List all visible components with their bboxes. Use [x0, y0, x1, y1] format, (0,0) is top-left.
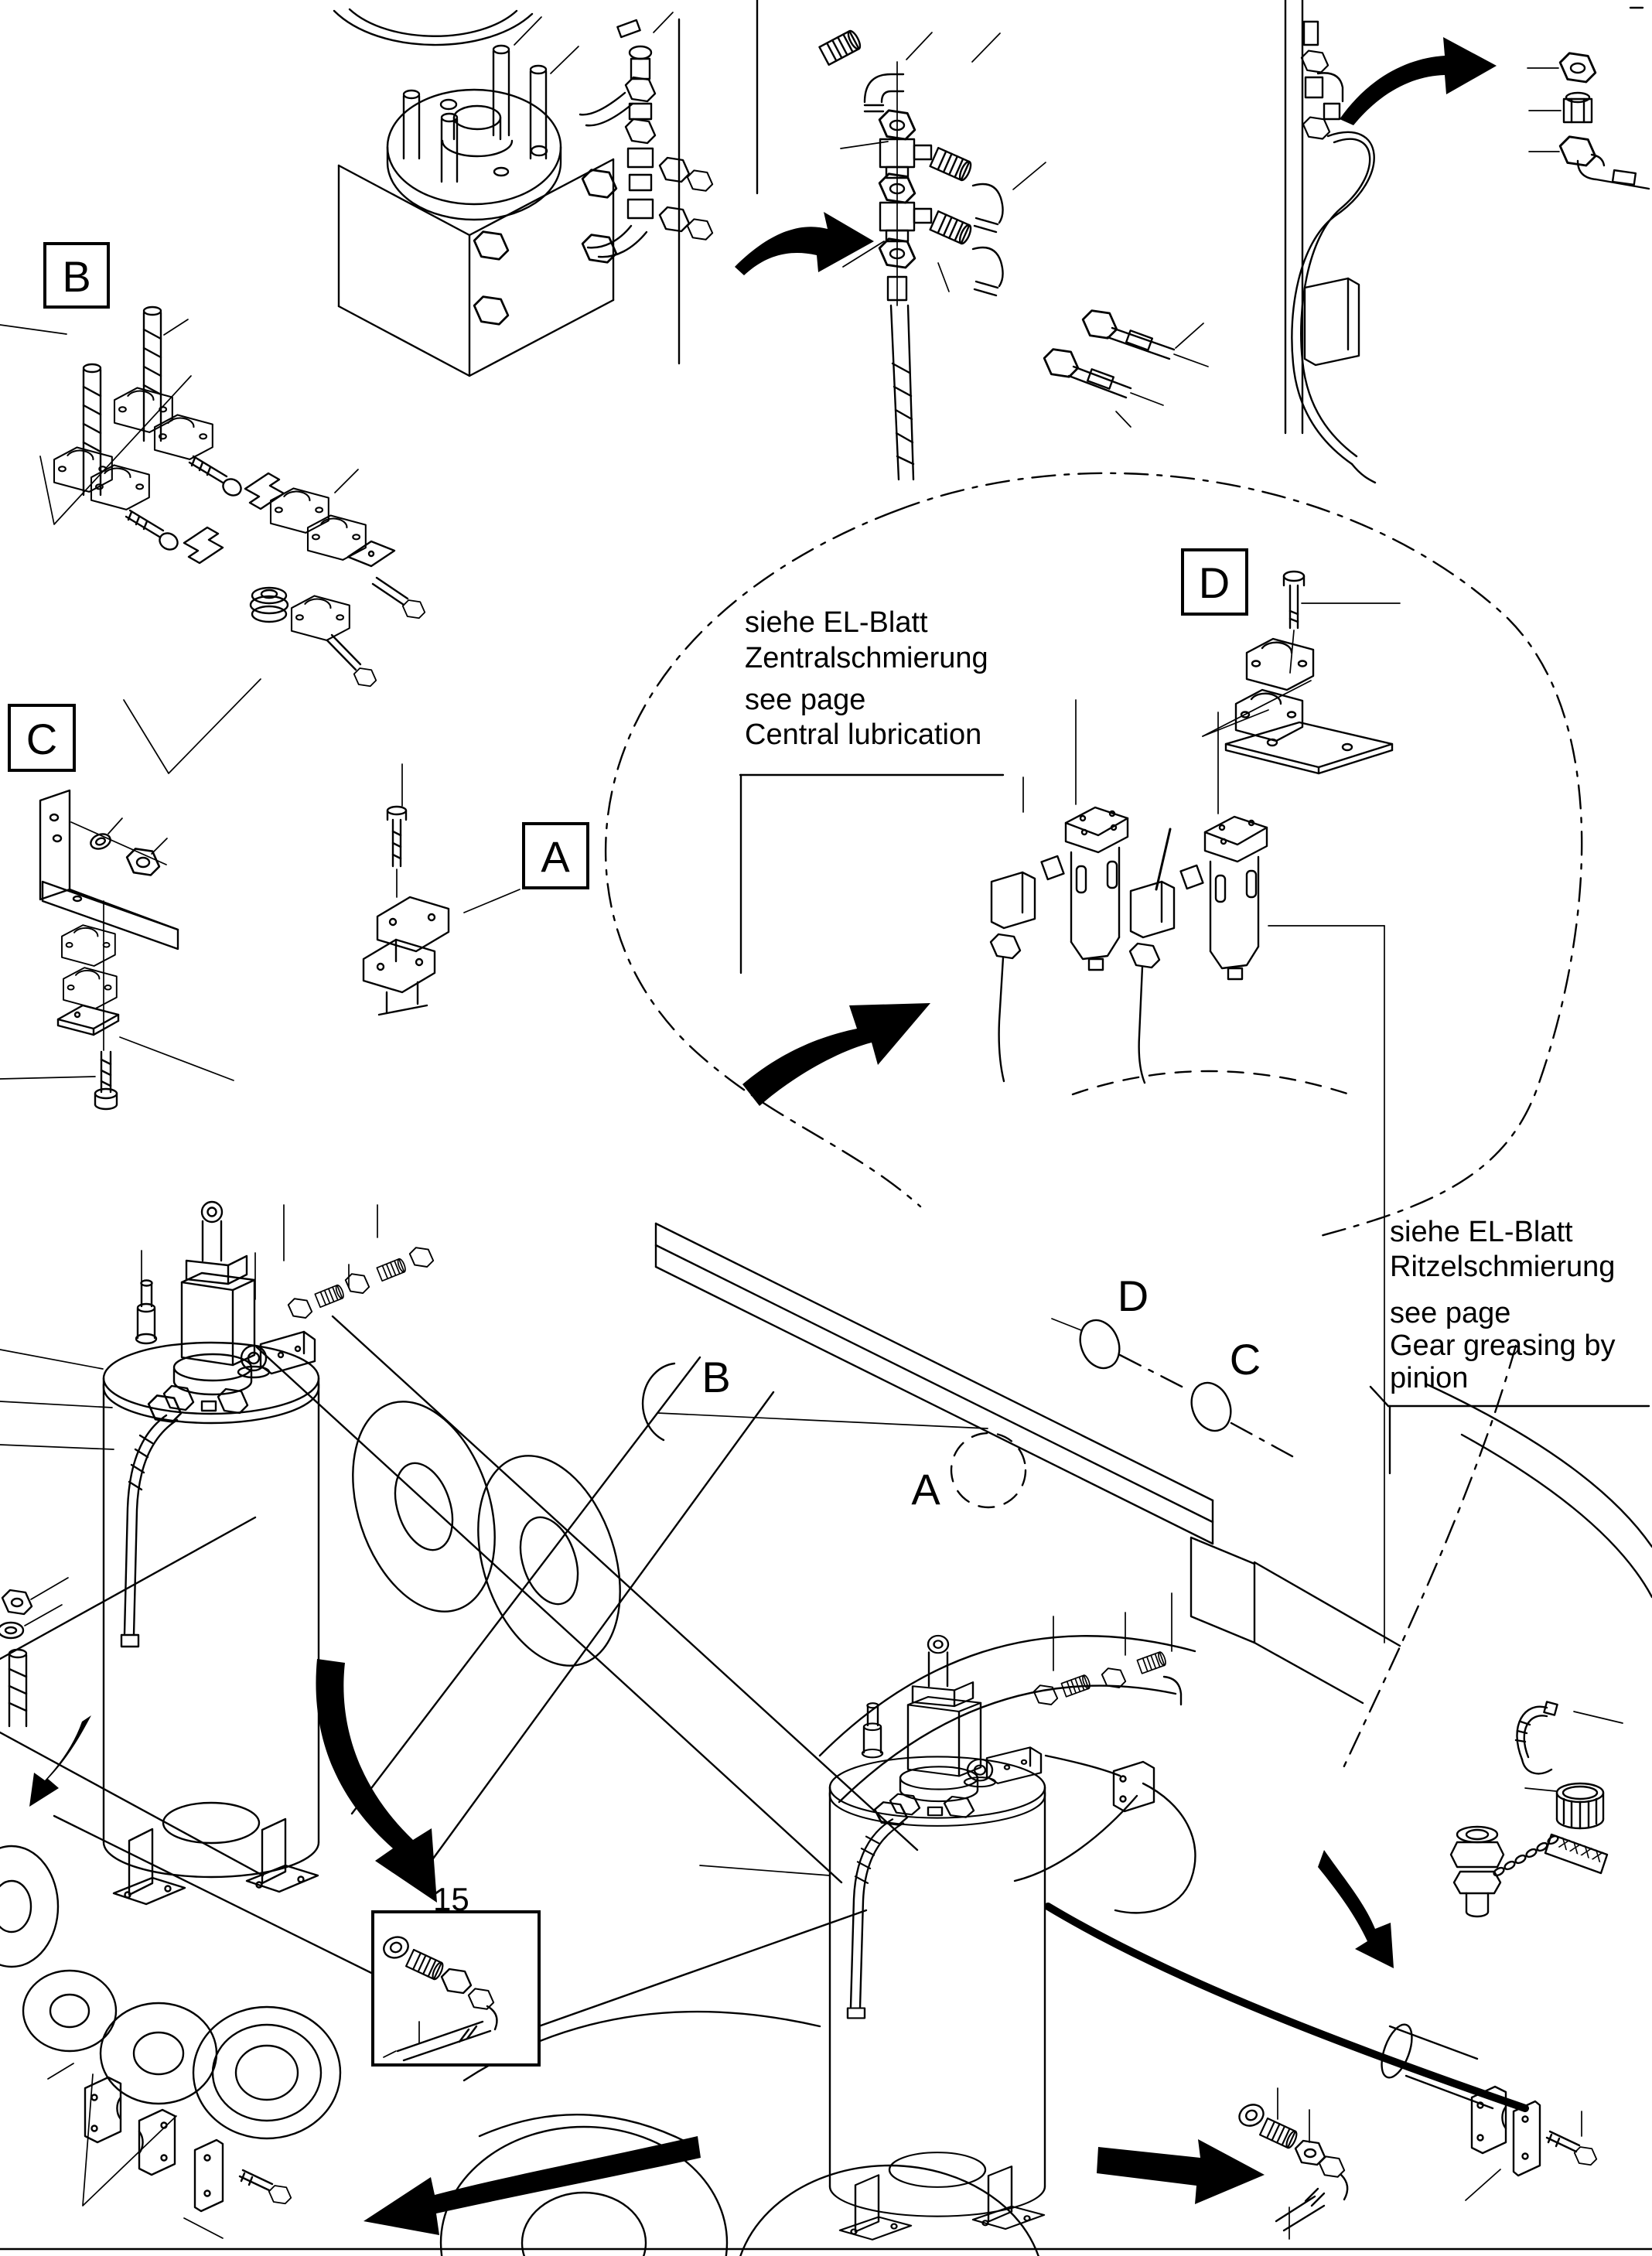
detail-box-c [8, 704, 76, 772]
detail-c-bracket [0, 789, 234, 1111]
inset-detail-15: 15 [371, 1881, 541, 2067]
location-label-a: A [911, 1465, 940, 1514]
arrow-center-up-right [742, 1003, 930, 1106]
note-central-line3: see page [745, 684, 865, 716]
note-pinion-line1: siehe EL-Blatt [1390, 1216, 1573, 1248]
detail-box-b [43, 242, 110, 309]
dashed-arc [1071, 1070, 1351, 1096]
arrow-gearbox-to-fittings [735, 212, 874, 275]
note-central-line4: Central lubrication [745, 718, 981, 751]
track-rollers [0, 1845, 1039, 2256]
detail-a-bracket [362, 763, 521, 1016]
coupling-tag-label: XXXX [1556, 1834, 1606, 1867]
grease-pump-bottom [830, 1592, 1196, 2240]
bottom-right-clamp-parts [1381, 2023, 1598, 2201]
left-edge-fasteners [0, 1577, 69, 1728]
bottom-right-fittings [1238, 2087, 1349, 2240]
location-label-b: B [701, 1353, 730, 1401]
note-pinion-greasing: siehe EL-Blatt Ritzelschmierung see page… [1369, 1216, 1650, 1475]
grease-filters [989, 699, 1268, 1084]
cable-tie [1514, 1701, 1623, 1775]
detail-box-d [1181, 548, 1248, 616]
detail-d-clamp [1202, 570, 1401, 775]
note-pinion-line5: pinion [1390, 1362, 1468, 1394]
note-pinion-line3: see page [1390, 1297, 1510, 1329]
detail-box-a [522, 822, 589, 889]
detail-box-a-label: A [541, 832, 570, 881]
detail-box-c-label: C [26, 715, 57, 763]
note-pinion-line4: Gear greasing by [1390, 1329, 1616, 1362]
arrow-bottom-right [1097, 2139, 1265, 2204]
arrow-pump-to-inset [316, 1659, 437, 1903]
note-pinion-line2: Ritzelschmierung [1390, 1251, 1615, 1283]
grease-pump-left [0, 1202, 435, 1904]
mast-fittings-detail [1527, 52, 1650, 190]
note-central-line1: siehe EL-Blatt [745, 606, 928, 639]
arrow-right-down [1318, 1850, 1394, 1968]
detail-box-b-label: B [62, 252, 90, 301]
arrow-to-top-right-fittings [1340, 37, 1497, 125]
detail-letter-markers: B C A D D C B A [8, 242, 1261, 1514]
arrow-bottom-long [364, 2136, 701, 2235]
left-bottom-clamp-parts [47, 2063, 292, 2239]
direction-arrows [29, 37, 1497, 2235]
location-label-c: C [1230, 1335, 1261, 1384]
note-central-lubrication: siehe EL-Blatt Zentralschmierung see pag… [739, 606, 1005, 974]
detail-box-d-label: D [1199, 558, 1230, 607]
detail-b-clamps [0, 305, 426, 774]
mast-post-assembly [1284, 0, 1377, 484]
hose-bundle [1044, 1903, 1529, 2112]
inset-number-label: 15 [433, 1881, 469, 1917]
note-central-line2: Zentralschmierung [745, 642, 988, 674]
arrow-left-small [29, 1715, 91, 1807]
fitting-tree [818, 28, 1209, 481]
grease-coupling-with-cap [1449, 1782, 1609, 1918]
hose-routing-lines [604, 472, 1583, 1773]
gearbox-assembly [333, 8, 714, 377]
location-label-d: D [1118, 1271, 1149, 1320]
